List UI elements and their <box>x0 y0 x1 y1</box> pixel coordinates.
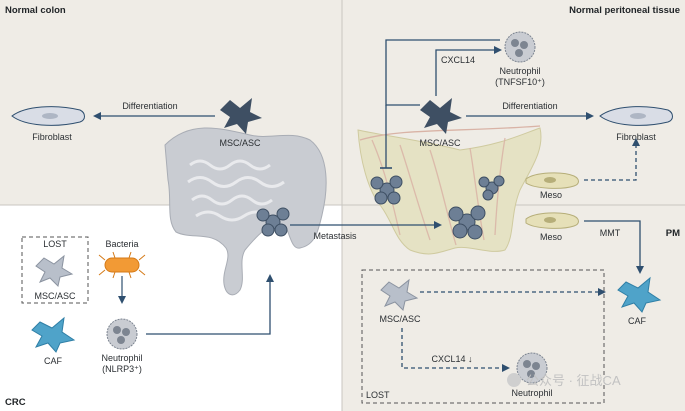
title-normal-peritoneal: Normal peritoneal tissue <box>569 5 680 16</box>
neutrophil-label-left-1: Neutrophil <box>101 353 142 363</box>
msc-asc-lost-left: MSC/ASC <box>34 291 76 301</box>
meso-nucleus-icon <box>544 177 556 183</box>
tumor-cluster-icon <box>370 175 403 205</box>
bacteria-label: Bacteria <box>105 239 138 249</box>
watermark-logo-icon <box>507 373 521 387</box>
lost-box-left <box>21 236 89 304</box>
metastasis-label: Metastasis <box>313 231 357 241</box>
msc-asc-label-top-left: MSC/ASC <box>219 138 261 148</box>
neutrophil-label-top-1: Neutrophil <box>499 66 540 76</box>
fibroblast-nucleus-icon <box>630 113 646 119</box>
meso-label-lower: Meso <box>540 232 562 242</box>
crc-panel <box>0 205 342 411</box>
cxcl14-down-label: CXCL14 ↓ <box>431 354 472 364</box>
caf-cell-icon <box>617 276 662 313</box>
neutrophil-label-left-2: (NLRP3⁺) <box>102 364 142 374</box>
neutrophil-to-tumor-arrow <box>146 274 274 335</box>
lost-label-right: LOST <box>366 390 390 400</box>
neutrophil-label-bottom: Neutrophil <box>511 388 552 398</box>
msc-asc-lost-right: MSC/ASC <box>379 314 421 324</box>
neutrophil-label-top-2: (TNFSF10⁺) <box>495 77 545 87</box>
bacteria-icon <box>98 251 146 279</box>
neutrophil-icon <box>106 318 138 350</box>
msc-cell-icon <box>420 98 462 134</box>
tumor-cluster-icon <box>256 207 290 237</box>
msc-cell-icon <box>35 254 74 287</box>
differentiation-label-right: Differentiation <box>502 101 557 111</box>
caf-cell-icon <box>31 316 76 353</box>
title-pm: PM <box>666 228 680 239</box>
neutrophil-icon <box>504 31 536 63</box>
neutrophil-icon <box>516 352 548 384</box>
msc-cell-icon <box>220 98 262 134</box>
fibroblast-nucleus-icon <box>42 113 58 119</box>
fibroblast-label-left: Fibroblast <box>32 132 72 142</box>
cxcl14-arrow-top <box>435 46 502 96</box>
watermark-text: 公众号 · 征战CA <box>526 373 621 388</box>
msc-cell-icon <box>380 278 419 311</box>
caf-label-left: CAF <box>44 356 63 366</box>
cxcl14-label-top: CXCL14 <box>441 55 475 65</box>
meso-label-upper: Meso <box>540 190 562 200</box>
fibroblast-label-right: Fibroblast <box>616 132 656 142</box>
title-crc: CRC <box>5 397 26 408</box>
msc-asc-label-top-right: MSC/ASC <box>419 138 461 148</box>
lost-box-right <box>361 269 605 404</box>
tumor-cluster-icon <box>448 205 486 240</box>
meso-to-fibroblast-arrow <box>584 138 640 181</box>
lost-label-left: LOST <box>43 239 67 249</box>
mmt-label: MMT <box>600 228 621 238</box>
msc-upper-connector <box>385 39 500 106</box>
meso-nucleus-icon <box>544 217 556 223</box>
title-normal-colon: Normal colon <box>5 5 66 16</box>
mmt-arrow <box>584 220 644 274</box>
differentiation-label-left: Differentiation <box>122 101 177 111</box>
caf-label-right: CAF <box>628 316 647 326</box>
tumor-cluster-icon <box>478 175 505 201</box>
